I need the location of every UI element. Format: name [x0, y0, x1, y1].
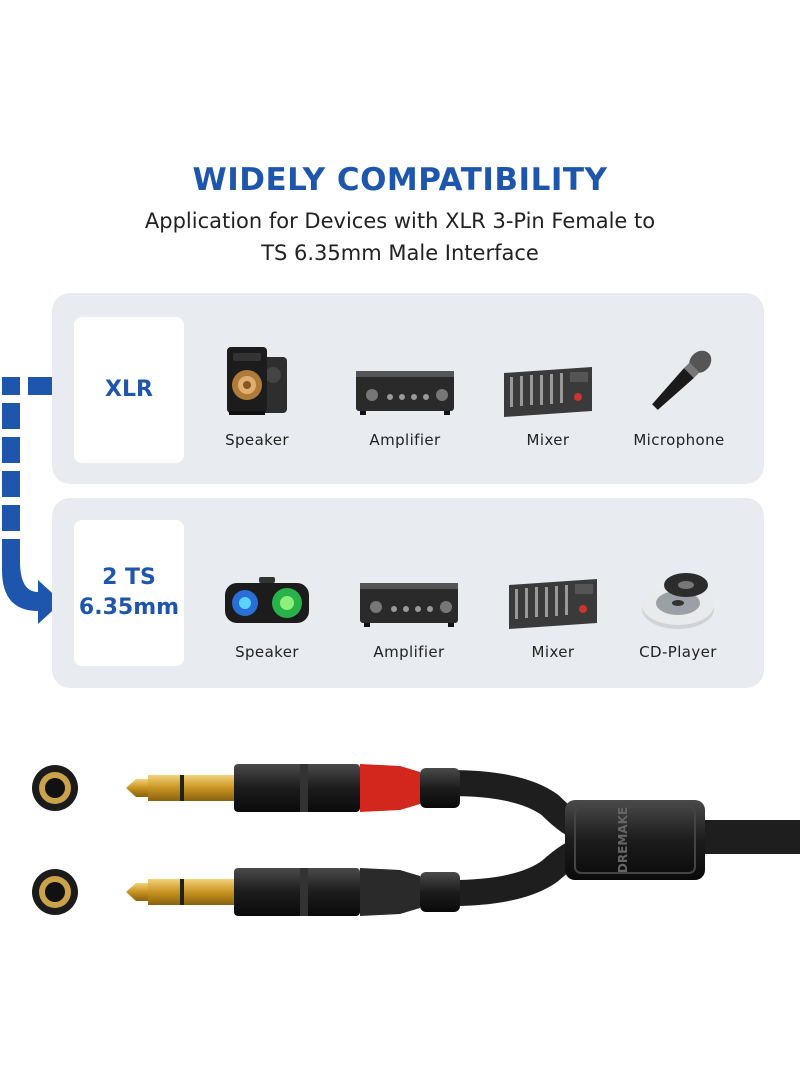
cd-player-icon [642, 573, 714, 629]
ts-plug-icon [126, 868, 460, 916]
mixer-icon [509, 579, 597, 629]
xlr-label-box: XLR [74, 317, 184, 463]
device-label: Amplifier [369, 431, 441, 449]
device-amplifier: Amplifier [340, 341, 470, 449]
device-label: Mixer [526, 431, 570, 449]
y-cable-illustration: DREMAKE [32, 764, 800, 916]
ts-label-line-2: 6.35mm [78, 595, 180, 620]
subtitle-line-1: Application for Devices with XLR 3-Pin F… [144, 209, 656, 233]
device-mixer: Mixer [488, 553, 618, 661]
subtitle-line-2: TS 6.35mm Male Interface [261, 241, 539, 265]
device-mixer: Mixer [483, 341, 613, 449]
ts-device-panel: 2 TS 6.35mm Speaker [52, 498, 764, 688]
page-title: WIDELY COMPATIBILITY [192, 162, 608, 198]
bookshelf-speaker-icon [227, 347, 287, 415]
xlr-label: XLR [105, 377, 153, 402]
device-amplifier: Amplifier [344, 553, 474, 661]
device-cd-player: CD-Player [613, 553, 743, 661]
device-speaker: Speaker [192, 341, 322, 449]
device-microphone: Microphone [614, 341, 744, 449]
mixer-icon [504, 367, 592, 417]
ts-label-box: 2 TS 6.35mm [74, 520, 184, 666]
device-label: Speaker [225, 431, 289, 449]
jack-socket-icon [32, 869, 78, 915]
device-label: CD-Player [639, 643, 717, 661]
dashed-arrow-icon [2, 377, 62, 624]
ts-label-line-1: 2 TS [102, 565, 156, 590]
device-label: Microphone [633, 431, 725, 449]
microphone-icon [652, 350, 712, 410]
device-label: Amplifier [373, 643, 445, 661]
amplifier-icon [360, 583, 458, 627]
jack-socket-icon [32, 765, 78, 811]
device-label: Mixer [531, 643, 575, 661]
device-speaker: Speaker [202, 553, 332, 661]
ts-plug-icon [126, 764, 460, 812]
brand-logo: DREMAKE [616, 807, 630, 873]
xlr-device-panel: XLR Speaker [52, 293, 764, 484]
device-label: Speaker [235, 643, 299, 661]
amplifier-icon [356, 371, 454, 415]
bluetooth-speaker-icon [225, 577, 309, 623]
